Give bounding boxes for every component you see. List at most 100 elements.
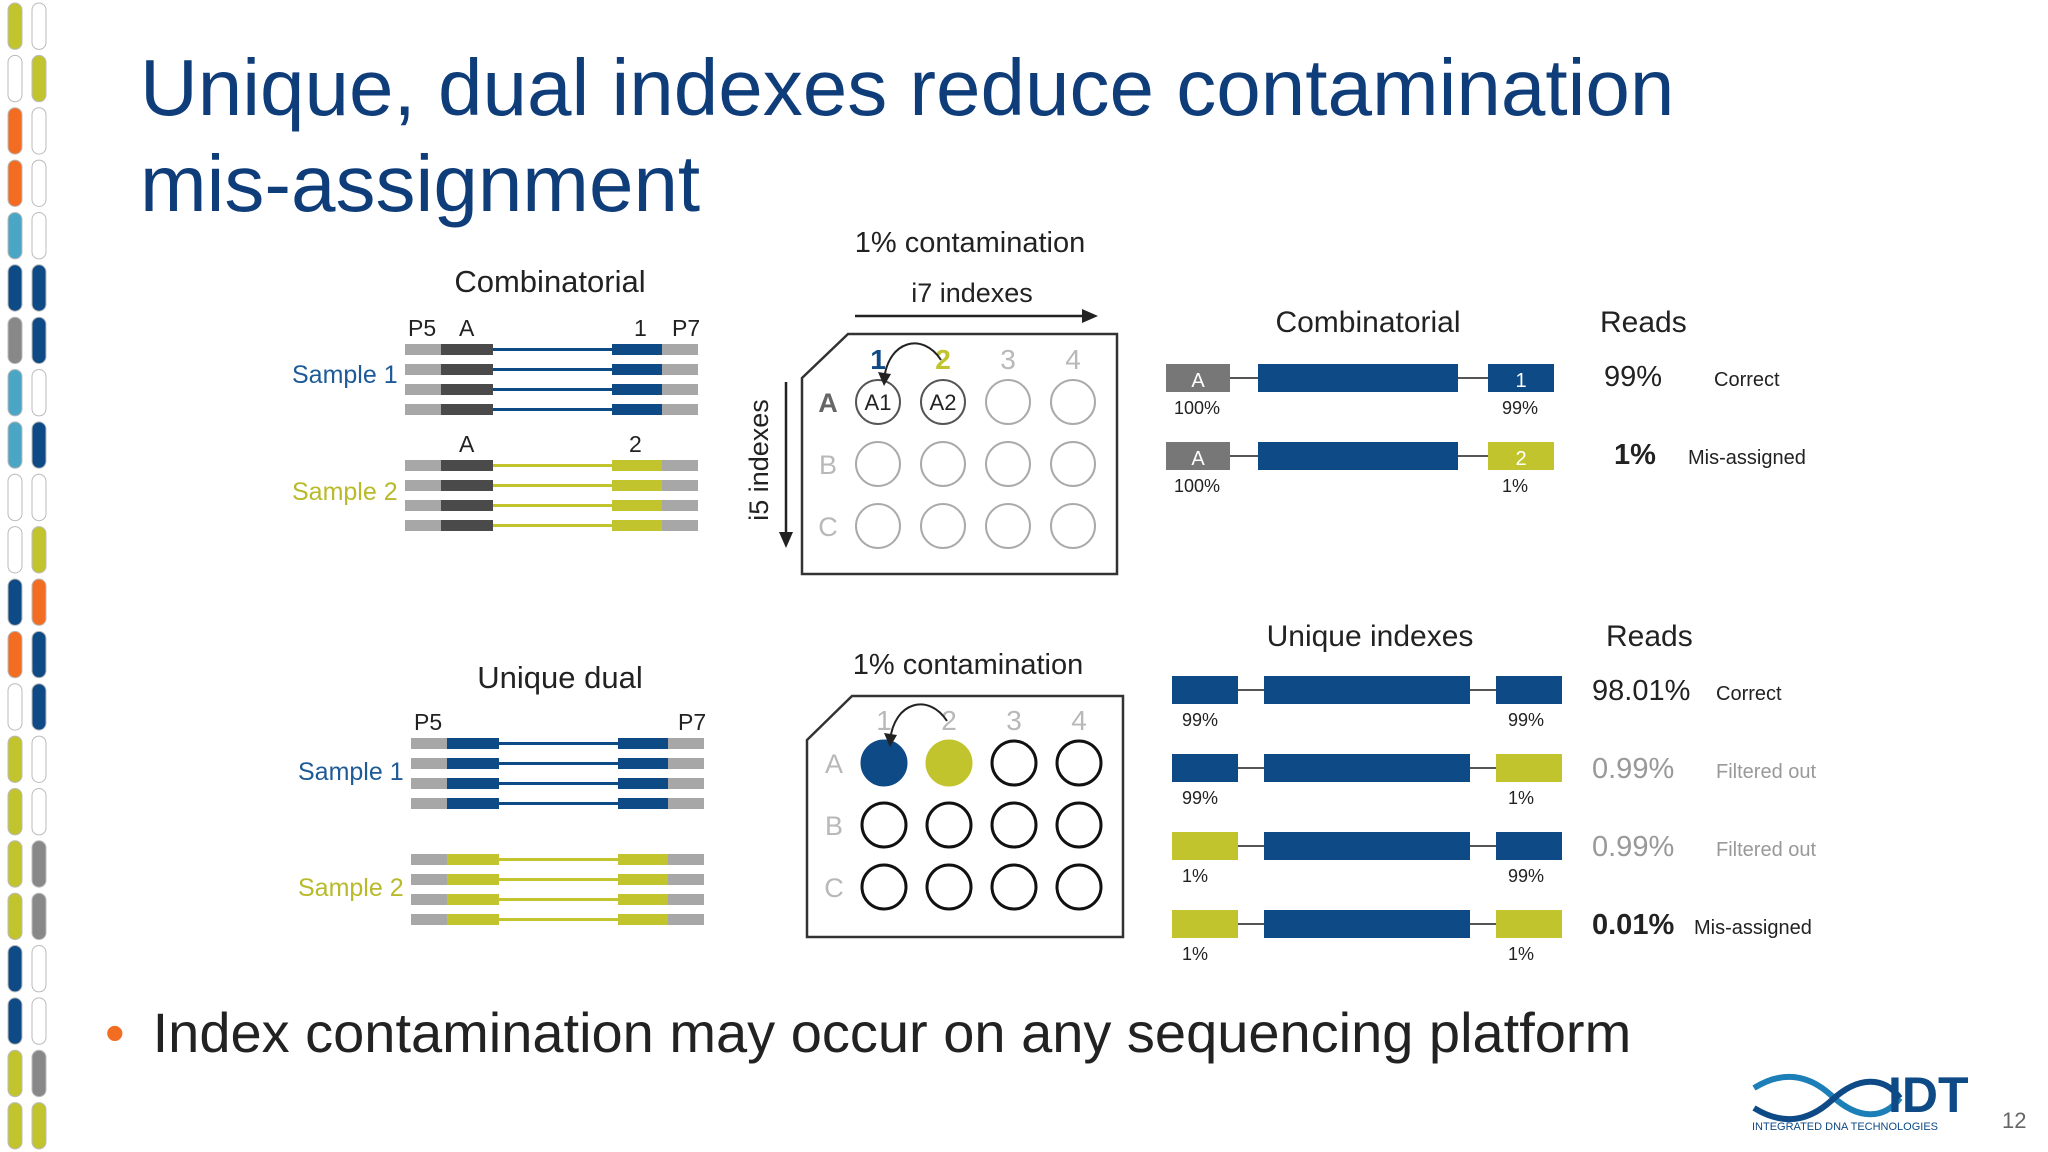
i7-index-segment xyxy=(612,480,662,491)
bullet-point: •Index contamination may occur on any se… xyxy=(105,1000,1631,1065)
stripe-segment xyxy=(31,316,47,365)
p7-adapter-segment xyxy=(668,854,704,865)
contamination-title: 1% contamination xyxy=(855,227,1086,259)
stripe-segment xyxy=(7,369,23,417)
stripe-segment xyxy=(7,1049,23,1098)
p5-adapter-segment xyxy=(405,364,441,375)
i7-index-segment xyxy=(618,758,668,769)
i5-percent: 1% xyxy=(1182,944,1208,964)
stripe-segment xyxy=(7,421,23,469)
reads-percent: 98.01% xyxy=(1592,675,1690,707)
insert-read-segment xyxy=(1258,442,1458,470)
plate-outline xyxy=(800,332,1119,576)
insert-read-segment xyxy=(1264,910,1470,938)
well-label: A2 xyxy=(930,390,957,415)
decorative-stripe xyxy=(7,2,47,1150)
i7-percent: 99% xyxy=(1502,398,1538,418)
insert-read-segment xyxy=(1258,364,1458,392)
p5-adapter-segment xyxy=(405,480,441,491)
logo-text: IDT xyxy=(1888,1068,1969,1123)
i7-index-segment xyxy=(618,738,668,749)
stripe-segment xyxy=(31,369,47,417)
stripe-segment xyxy=(31,421,47,469)
p7-adapter-segment xyxy=(662,364,698,375)
stripe-segment xyxy=(7,683,23,731)
unique-indexes-heading: Unique indexes xyxy=(1267,620,1474,653)
stripe-segment xyxy=(7,316,23,365)
stripe-segment xyxy=(31,212,47,260)
plate-row-label: A xyxy=(818,388,838,418)
i7-read-segment xyxy=(1496,910,1562,938)
p5-adapter-segment xyxy=(411,854,447,865)
p7-adapter-segment xyxy=(668,758,704,769)
p5-adapter-segment xyxy=(405,460,441,471)
well-label: A1 xyxy=(865,390,892,415)
p7-adapter-segment xyxy=(662,460,698,471)
i5-read-segment xyxy=(1172,910,1238,938)
stripe-segment xyxy=(7,107,23,155)
reads-percent: 0.01% xyxy=(1592,909,1674,941)
i7-index-segment xyxy=(612,344,662,355)
stripe-segment xyxy=(7,159,23,208)
plate-well xyxy=(985,503,1031,549)
insert-read-segment xyxy=(1264,754,1470,782)
p7-adapter-segment xyxy=(668,778,704,789)
plate-column-label: 2 xyxy=(935,344,951,375)
contamination-arrow xyxy=(889,703,948,742)
stripe-segment xyxy=(31,683,47,731)
plate-column-label: 3 xyxy=(1006,705,1022,736)
stripe-segment xyxy=(31,1102,47,1150)
i5-index-segment xyxy=(447,778,499,789)
i7-read-label: 1 xyxy=(1515,370,1526,392)
i5-percent: 99% xyxy=(1182,788,1218,808)
sample-1-label: Sample 1 xyxy=(298,758,404,786)
plate-well xyxy=(985,379,1031,425)
sample-2-label: Sample 2 xyxy=(292,478,398,506)
p7-adapter-segment xyxy=(662,344,698,355)
insert-read-segment xyxy=(1264,676,1470,704)
reads-outcome: Correct xyxy=(1716,683,1782,705)
p5-adapter-segment xyxy=(405,500,441,511)
stripe-segment xyxy=(31,1049,47,1098)
reads-percent: 0.99% xyxy=(1592,831,1674,863)
stripe-segment xyxy=(7,945,23,993)
reads-heading: Reads xyxy=(1606,620,1693,653)
i5-index-segment xyxy=(441,404,493,415)
i5-read-label: A xyxy=(1191,448,1205,470)
plate-well xyxy=(1055,801,1103,849)
i7-index-segment xyxy=(612,384,662,395)
stripe-segment xyxy=(7,840,23,888)
p5-adapter-segment xyxy=(411,778,447,789)
i5-percent: 100% xyxy=(1174,398,1220,418)
i5-percent: 100% xyxy=(1174,476,1220,496)
i5-indexes-label: i5 indexes xyxy=(744,399,774,521)
plate-well xyxy=(855,503,901,549)
p5-adapter-segment xyxy=(411,914,447,925)
plate-well xyxy=(855,379,901,425)
p5-adapter-segment xyxy=(411,738,447,749)
plate-well xyxy=(1050,503,1096,549)
i7-index-segment xyxy=(612,404,662,415)
i5-index-segment xyxy=(447,854,499,865)
contamination-arrowhead xyxy=(884,733,897,747)
i7-index-segment xyxy=(618,874,668,885)
p7-adapter-segment xyxy=(668,914,704,925)
i5-index-segment xyxy=(447,874,499,885)
plate-row-label: B xyxy=(819,450,837,480)
slide-title: Unique, dual indexes reduce contaminatio… xyxy=(140,43,1675,228)
i5-index-label: A xyxy=(459,315,475,341)
stripe-segment xyxy=(7,212,23,260)
plate-row-label: A xyxy=(825,749,843,779)
i7-index-segment xyxy=(618,798,668,809)
i5-index-segment xyxy=(447,914,499,925)
stripe-segment xyxy=(31,54,47,103)
page-number: 12 xyxy=(2002,1108,2027,1133)
combinatorial-heading: Combinatorial xyxy=(454,264,645,299)
p7-adapter-segment xyxy=(662,480,698,491)
i7-index-segment xyxy=(612,364,662,375)
plate-well xyxy=(1055,863,1103,911)
logo-subtext: INTEGRATED DNA TECHNOLOGIES xyxy=(1752,1121,1938,1132)
i7-percent: 99% xyxy=(1508,710,1544,730)
i7-read-segment xyxy=(1496,832,1562,860)
